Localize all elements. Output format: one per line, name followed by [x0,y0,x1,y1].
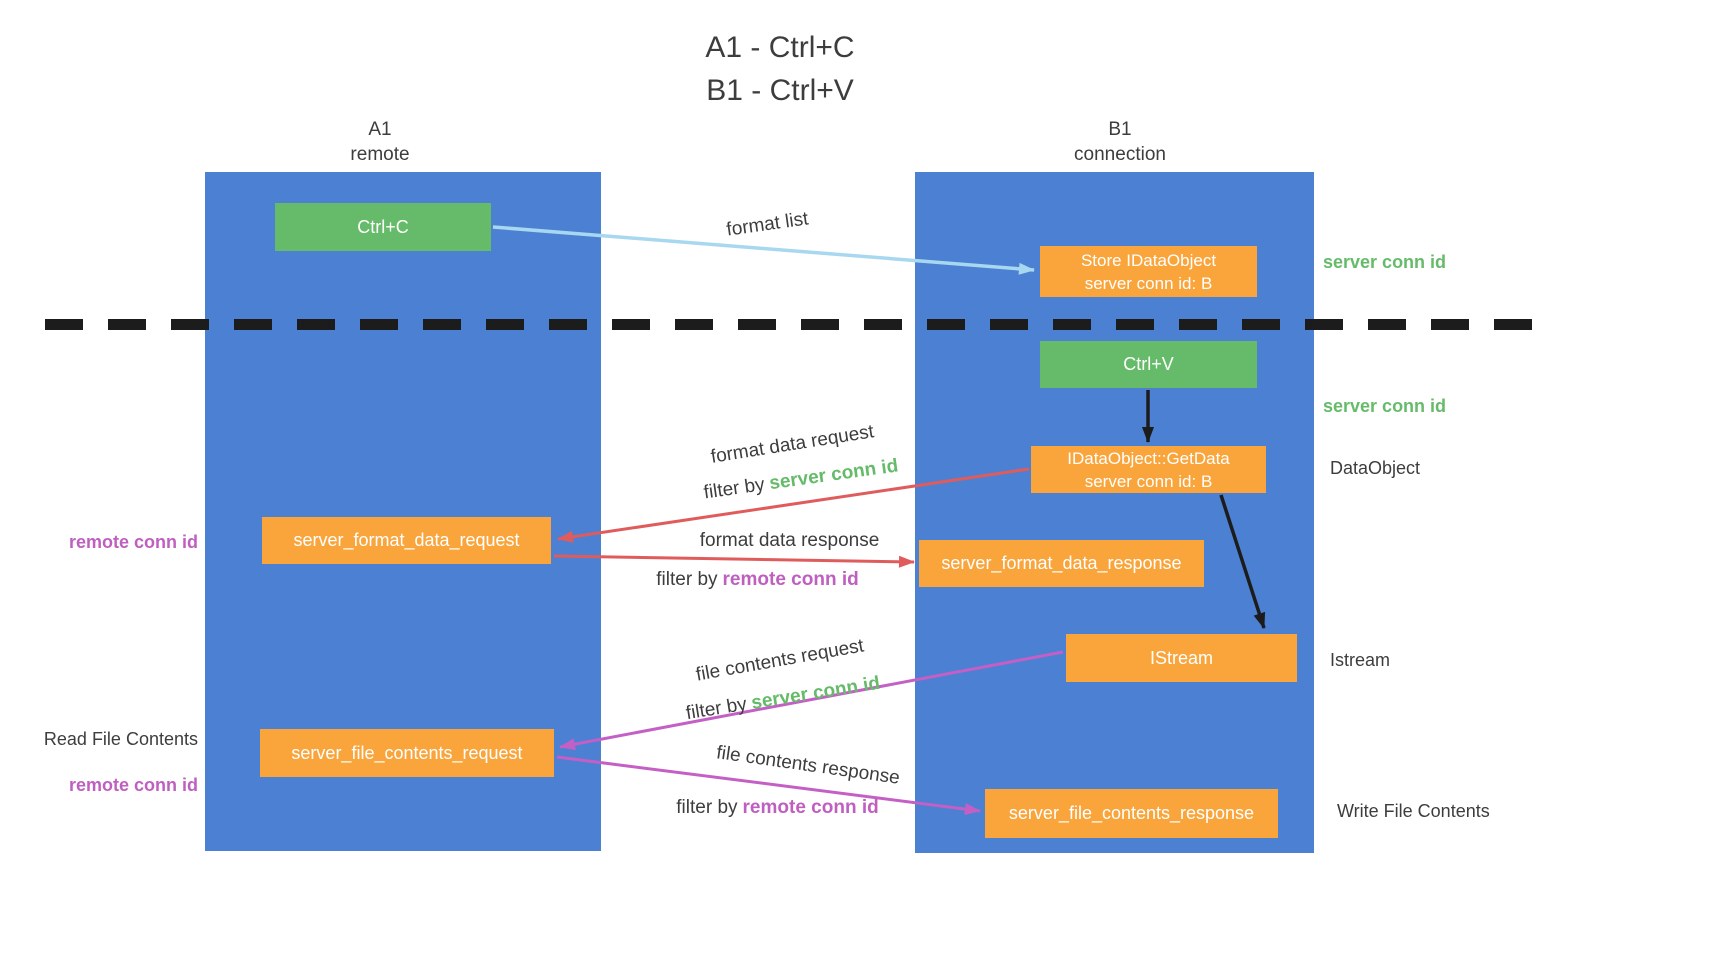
node-istream: IStream [1066,634,1297,682]
node-ctrl-c: Ctrl+C [275,203,491,251]
label-filter-by-2-highlight: remote conn id [722,569,859,590]
label-write-file-contents: Write File Contents [1337,801,1490,821]
node-ctrl-v: Ctrl+V [1040,341,1257,388]
label-remote-conn-id-1: remote conn id [68,532,198,552]
diagram-title: A1 - Ctrl+C B1 - Ctrl+V [598,26,962,112]
node-server-file-contents-request-label: server_file_contents_request [291,742,523,763]
node-server-format-data-request: server_format_data_request [262,517,551,564]
node-server-format-data-response-label: server_format_data_response [941,553,1182,573]
node-istream-label: IStream [1149,647,1214,668]
node-store-idataobject-line1: Store IDataObject [1080,250,1217,270]
label-format-list: format list [725,208,810,241]
title-line-2: B1 - Ctrl+V [706,74,854,107]
label-filter-by-3-highlight: server conn id [749,672,882,714]
label-istream: Istream [1330,650,1391,670]
label-server-conn-id-mid: server conn id [1323,396,1447,416]
node-ctrl-v-label: Ctrl+V [1123,354,1174,374]
label-filter-by-1-highlight: server conn id [768,455,900,495]
label-filter-by-3-prefix: filter by [684,693,749,725]
label-server-conn-id-top: server conn id [1323,252,1447,272]
title-line-1: A1 - Ctrl+C [705,31,855,64]
separator-dashed-line [45,319,1533,330]
node-store-idataobject: Store IDataObject server conn id: B [1040,246,1257,297]
label-filter-by-1-prefix: filter by [702,474,766,504]
node-server-file-contents-response-label: server_file_contents_response [1008,803,1255,823]
label-read-file-contents: Read File Contents [43,729,198,749]
label-filter-by-2-prefix: filter by [656,569,718,590]
label-dataobject: DataObject [1330,458,1421,478]
label-format-data-response: format data response [699,530,880,551]
label-filter-by-4-highlight: remote conn id [742,797,879,818]
label-file-contents-response: file contents response [715,742,902,789]
lane-a1-subtitle: remote [350,144,410,165]
node-server-format-data-response: server_format_data_response [919,540,1204,587]
node-idataobject-getdata: IDataObject::GetData server conn id: B [1031,446,1266,493]
label-filter-by-4-prefix: filter by [676,797,738,818]
node-server-file-contents-request: server_file_contents_request [260,729,554,777]
node-store-idataobject-line2: server conn id: B [1084,273,1213,293]
lane-a1-header: A1 remote [305,117,455,167]
lane-a1-name: A1 [368,119,392,140]
node-idataobject-getdata-line2: server conn id: B [1084,471,1213,491]
node-ctrl-c-label: Ctrl+C [357,216,409,237]
node-server-file-contents-response: server_file_contents_response [985,789,1278,838]
lane-b1-header: B1 connection [1045,117,1195,167]
arrow-format-data-response [553,554,915,568]
node-server-format-data-request-label: server_format_data_request [293,530,520,550]
node-idataobject-getdata-line1: IDataObject::GetData [1067,448,1230,468]
lane-b1-subtitle: connection [1074,144,1166,165]
lane-b1-name: B1 [1108,119,1132,140]
label-remote-conn-id-2: remote conn id [68,775,198,795]
